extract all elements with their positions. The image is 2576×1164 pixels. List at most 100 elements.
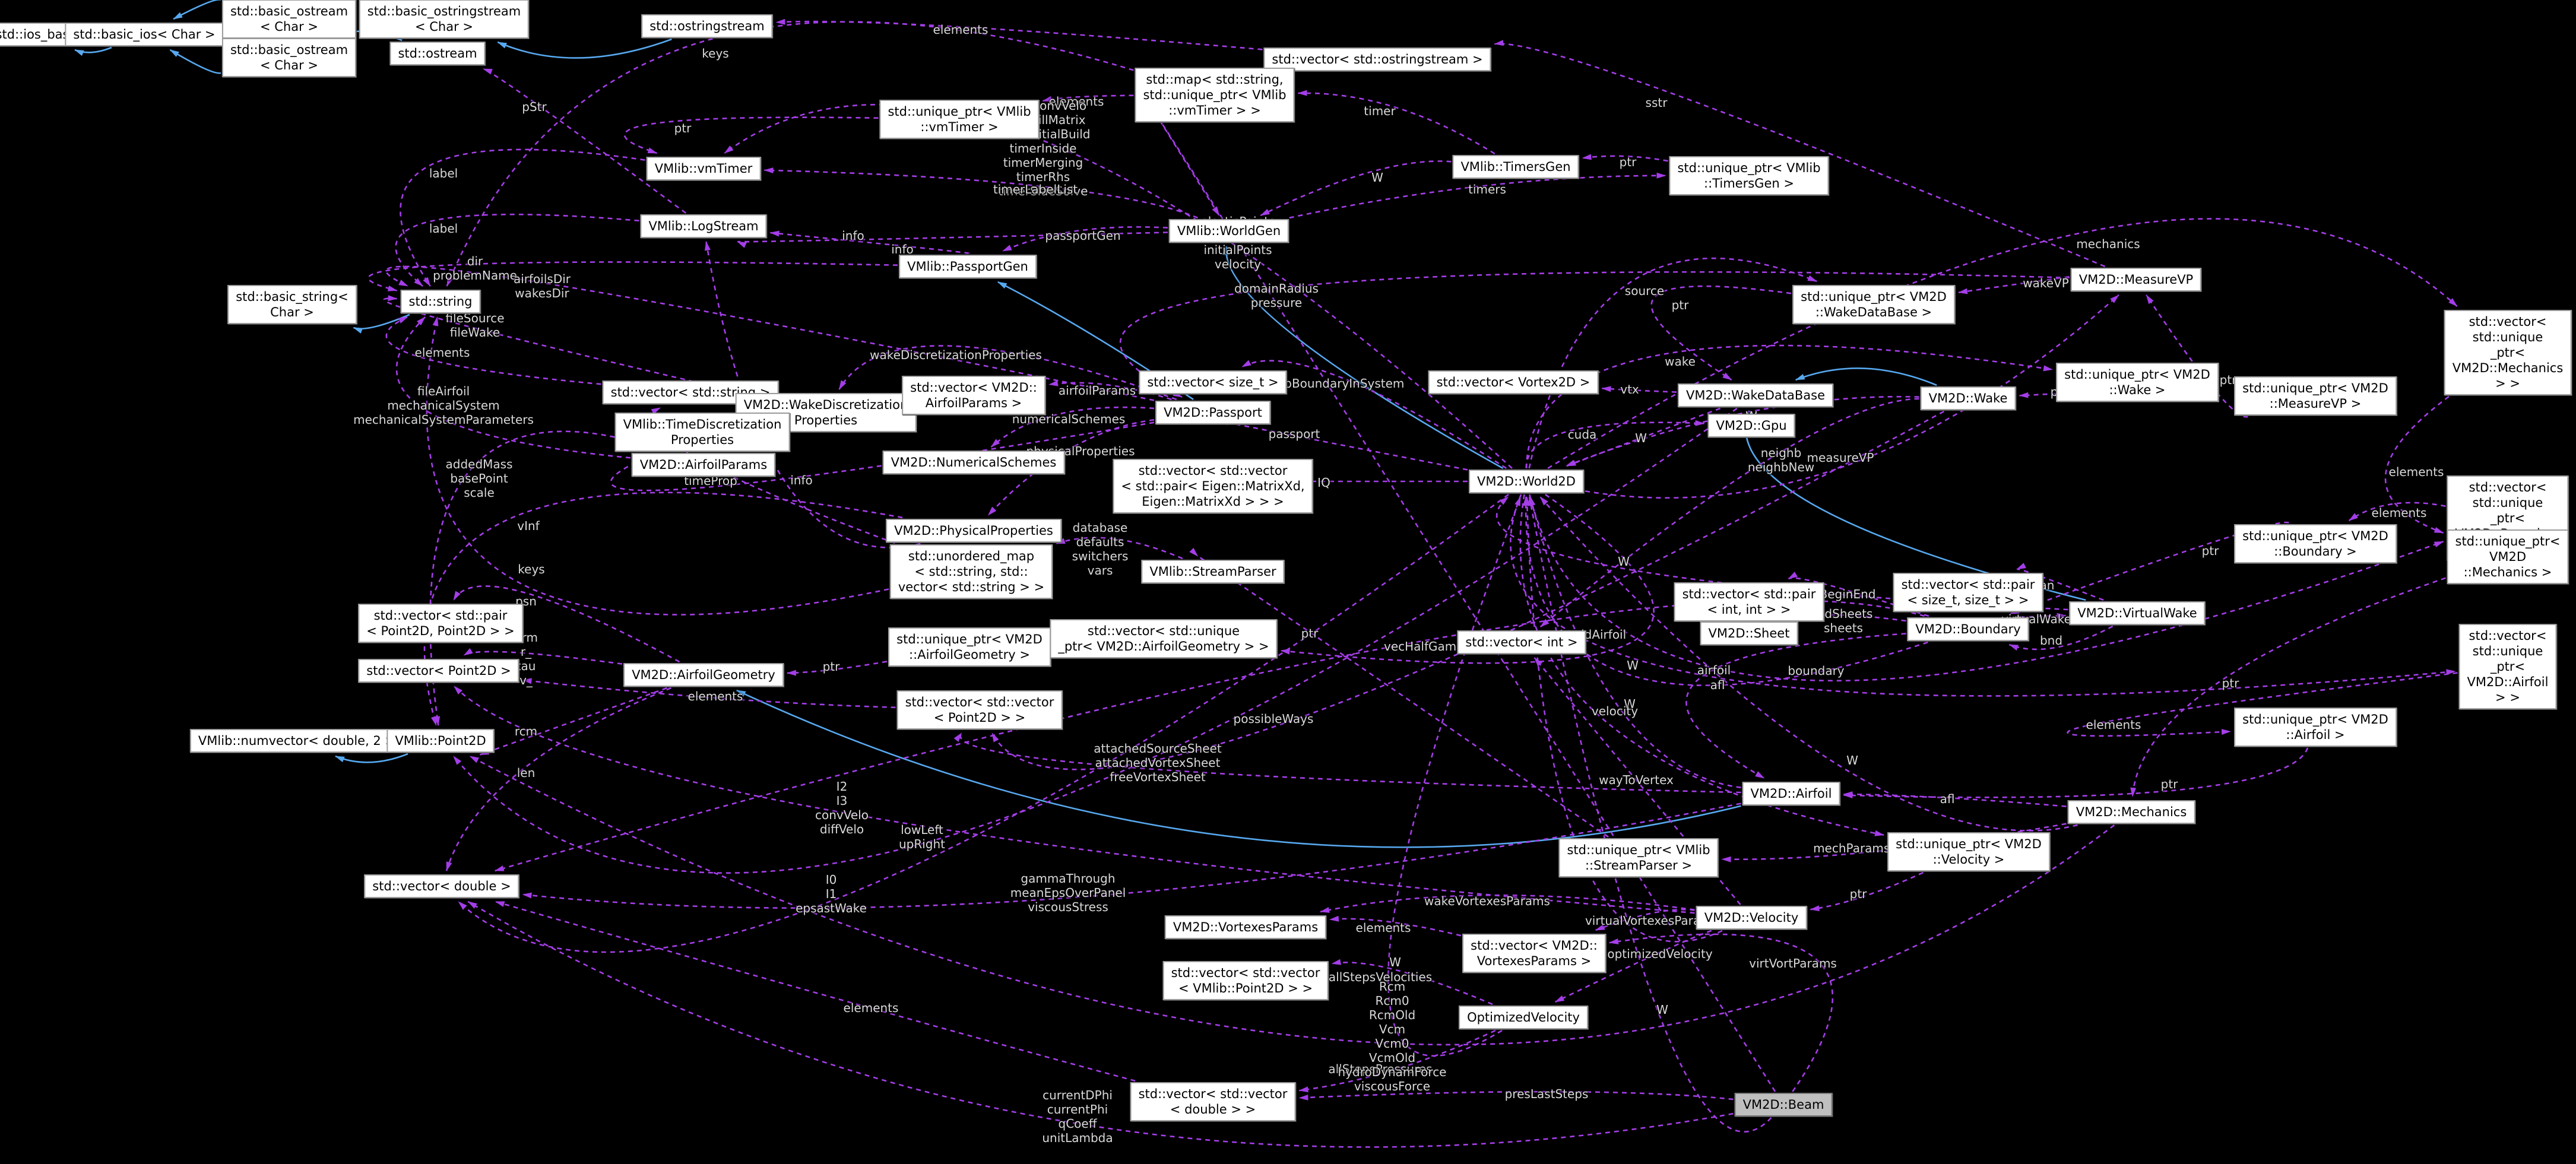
usage-edge-world2d-vec_uptr_boundary <box>1529 494 2444 681</box>
node-vec_vec_double[interactable]: std::vector< std::vector < double > > <box>1130 1082 1296 1121</box>
node-vec_pair_p2d[interactable]: std::vector< std::pair < Point2D, Point2… <box>358 604 523 643</box>
node-beam[interactable]: VM2D::Beam <box>1734 1093 1833 1117</box>
node-ostringstream[interactable]: std::ostringstream <box>641 14 773 38</box>
usage-edge-mechanics-world2d <box>1539 496 2078 832</box>
node-streamparser[interactable]: VMlib::StreamParser <box>1141 560 1285 583</box>
usage-edge-map_timer-string <box>446 21 1134 287</box>
node-uptr_airfoil[interactable]: std::unique_ptr< VM2D ::Airfoil > <box>2234 708 2397 747</box>
usage-edge-map_timer-uptr_vmtimer <box>1042 94 1134 102</box>
node-uptr_mechanics[interactable]: std::unique_ptr< VM2D ::Mechanics > <box>2447 529 2569 584</box>
node-vec_int[interactable]: std::vector< int > <box>1457 630 1586 654</box>
usage-edge-passport-string <box>385 265 1155 401</box>
node-vec_sizet[interactable]: std::vector< size_t > <box>1139 370 1287 394</box>
node-vec_vortparams[interactable]: std::vector< VM2D:: VortexesParams > <box>1462 934 1606 973</box>
usage-edge-beam-world2d <box>1528 496 1772 1133</box>
node-passportgen[interactable]: VMlib::PassportGen <box>899 255 1037 278</box>
node-logstream[interactable]: VMlib::LogStream <box>640 214 767 238</box>
node-basic_ostream1[interactable]: std::basic_ostream < Char > <box>221 0 357 39</box>
node-uptr_boundary[interactable]: std::unique_ptr< VM2D ::Boundary > <box>2234 524 2397 563</box>
usage-edge-airfoilgeom-vec_p2d <box>463 648 623 665</box>
node-airfoilparams[interactable]: VM2D::AirfoilParams <box>631 453 776 477</box>
node-vec_vec_vmlibp2d[interactable]: std::vector< std::vector < VMlib::Point2… <box>1162 961 1329 1000</box>
usage-edge-world2d-gpu <box>1525 420 1705 469</box>
usage-edge-uptr_velocity-velocity <box>1810 871 1924 912</box>
node-airfoilgeom[interactable]: VM2D::AirfoilGeometry <box>623 663 784 687</box>
node-ostream[interactable]: std::ostream <box>389 42 486 65</box>
usage-edge-measurevp-vec_osstream <box>1494 40 2106 268</box>
node-vec_double[interactable]: std::vector< double > <box>364 874 519 898</box>
node-uptr_streamparser[interactable]: std::unique_ptr< VMlib ::StreamParser > <box>1558 838 1719 877</box>
node-string[interactable]: std::string <box>400 290 481 313</box>
node-sheet[interactable]: VM2D::Sheet <box>1700 621 1798 645</box>
node-basic_string[interactable]: std::basic_string< Char > <box>227 285 357 324</box>
node-vec_vec_p2d[interactable]: std::vector< std::vector < Point2D > > <box>896 690 1063 730</box>
node-vortexesparams[interactable]: VM2D::VortexesParams <box>1164 915 1327 939</box>
usage-edge-passport-physprops <box>987 419 1155 516</box>
node-gpu[interactable]: VM2D::Gpu <box>1707 414 1795 437</box>
usage-edge-airfoil-vec_vec_p2d <box>953 732 1741 794</box>
usage-edge-vec_vortparams-vortexesparams <box>1329 915 1462 937</box>
node-basic_ostringstream[interactable]: std::basic_ostringstream < Char > <box>359 0 530 39</box>
node-vec_pair_sizet[interactable]: std::vector< std::pair < size_t, size_t … <box>1893 573 2043 612</box>
node-physprops[interactable]: VM2D::PhysicalProperties <box>886 519 1062 543</box>
node-passport[interactable]: VM2D::Passport <box>1155 401 1270 424</box>
node-point2d[interactable]: VMlib::Point2D <box>386 729 495 753</box>
node-vec_p2d[interactable]: std::vector< Point2D > <box>358 659 519 683</box>
node-ios_base[interactable]: std::ios_base <box>0 23 85 46</box>
node-vmtimer[interactable]: VMlib::vmTimer <box>646 157 761 180</box>
node-vec_aflparams[interactable]: std::vector< VM2D:: AirfoilParams > <box>902 376 1045 415</box>
usage-edge-wakedatabase-point2d <box>452 407 1738 874</box>
node-optimizedvelocity[interactable]: OptimizedVelocity <box>1459 1006 1588 1029</box>
node-virtualwake[interactable]: VM2D::VirtualWake <box>2069 601 2206 625</box>
usage-edge-boundary-world2d <box>1522 496 1928 686</box>
node-uptr_wake[interactable]: std::unique_ptr< VM2D ::Wake > <box>2056 363 2219 402</box>
node-uptr_wakedb[interactable]: std::unique_ptr< VM2D ::WakeDataBase > <box>1792 285 1955 324</box>
node-vec_osstream[interactable]: std::vector< std::ostringstream > <box>1263 47 1491 71</box>
node-mechanics[interactable]: VM2D::Mechanics <box>2067 800 2195 824</box>
usage-edge-airfoilgeom-vec_double <box>445 687 671 871</box>
node-vec_uptr_mech[interactable]: std::vector< std::unique _ptr< VM2D::Mec… <box>2444 310 2572 395</box>
node-map_timer[interactable]: std::map< std::string, std::unique_ptr< … <box>1135 68 1295 122</box>
node-numvector[interactable]: VMlib::numvector< double, 2 > <box>189 729 404 753</box>
node-vec_uptr_airfoil[interactable]: std::vector< std::unique _ptr< VM2D::Air… <box>2458 624 2557 709</box>
node-vec_pair_int[interactable]: std::vector< std::pair < int, int > > <box>1674 582 1824 621</box>
usage-edge-wake-vec_int <box>1539 398 1919 628</box>
usage-edge-velocity-vortexesparams <box>1320 894 1695 913</box>
node-uptr_vmtimer[interactable]: std::unique_ptr< VMlib ::vmTimer > <box>879 100 1040 139</box>
node-wake[interactable]: VM2D::Wake <box>1920 386 2016 410</box>
node-vec_uptr_airfoilgeom[interactable]: std::vector< std::unique _ptr< VM2D::Air… <box>1050 619 1278 658</box>
node-boundary[interactable]: VM2D::Boundary <box>1907 617 2029 641</box>
node-wakedatabase[interactable]: VM2D::WakeDataBase <box>1677 383 1834 407</box>
node-measurevp[interactable]: VM2D::MeasureVP <box>2070 268 2202 291</box>
node-uptr_timersgen[interactable]: std::unique_ptr< VMlib ::TimersGen > <box>1669 156 1829 195</box>
usage-edge-velocity-vec_p2d <box>453 686 1695 914</box>
node-vec_vec_eigen[interactable]: std::vector< std::vector < std::pair< Ei… <box>1113 459 1313 513</box>
node-basic_ostream2[interactable]: std::basic_ostream < Char > <box>221 38 357 77</box>
node-timersgen[interactable]: VMlib::TimersGen <box>1452 155 1579 179</box>
node-airfoil[interactable]: VM2D::Airfoil <box>1742 782 1840 805</box>
node-uptr_velocity[interactable]: std::unique_ptr< VM2D ::Velocity > <box>1887 832 2050 871</box>
usage-edge-logstream-ostream <box>482 68 687 214</box>
usage-edge-airfoilparams-string <box>395 316 631 459</box>
node-unordered_map[interactable]: std::unordered_map < std::string, std:: … <box>889 544 1053 599</box>
node-numschemes[interactable]: VM2D::NumericalSchemes <box>882 451 1065 474</box>
node-basic_ios[interactable]: std::basic_ios< Char > <box>65 23 224 46</box>
usage-edge-vmtimer-string <box>400 148 645 287</box>
usage-edge-vec_vec_double-vec_double <box>495 900 1136 1082</box>
usage-edge-virtualwake-vec_pair_sizet <box>2016 563 2104 601</box>
usage-edge-mechanics-airfoil <box>1843 791 2067 807</box>
node-worldgen[interactable]: VMlib::WorldGen <box>1168 219 1289 243</box>
node-uptr_measurevp[interactable]: std::unique_ptr< VM2D ::MeasureVP > <box>2234 376 2397 416</box>
node-vec_vortex2d[interactable]: std::vector< Vortex2D > <box>1428 370 1599 394</box>
usage-edge-boundary-virtualwake <box>2020 613 2067 619</box>
node-timediscr[interactable]: VMlib::TimeDiscretization Properties <box>614 413 790 452</box>
node-uptr_airfoilgeom[interactable]: std::unique_ptr< VM2D ::AirfoilGeometry … <box>888 627 1051 667</box>
node-world2d[interactable]: VM2D::World2D <box>1469 470 1584 493</box>
usage-edge-uptr_streamparser-streamparser <box>1189 547 1609 838</box>
node-velocity[interactable]: VM2D::Velocity <box>1696 906 1807 930</box>
usage-edge-unordered_map-string <box>426 316 889 616</box>
usage-edge-world2d-vec_uptr_airfoil <box>1510 494 2456 697</box>
usage-edge-optimizedvelocity-vec_vec_double <box>1298 1029 1496 1093</box>
usage-edge-uptr_airfoilgeom-airfoilgeom <box>787 661 888 676</box>
